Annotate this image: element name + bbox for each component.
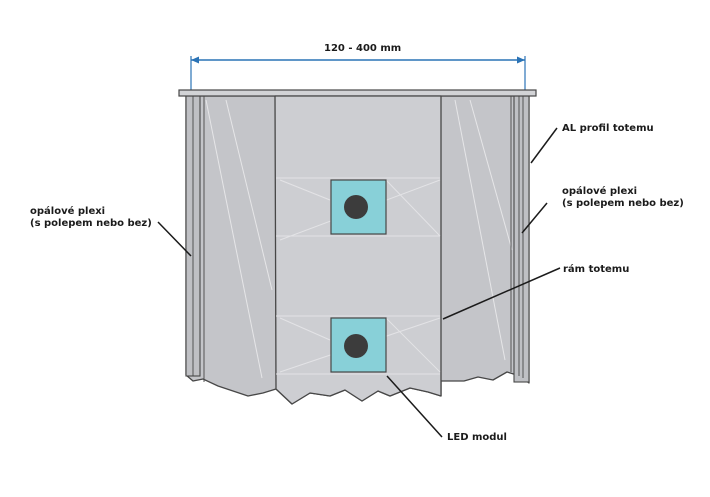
- led-label: LED modul: [447, 432, 507, 443]
- plexi-left-label: opálové plexi (s polepem nebo bez): [30, 206, 152, 230]
- frame-panel: [274, 95, 442, 405]
- al-profile-label: AL profil totemu: [562, 123, 654, 134]
- frame-label: rám totemu: [563, 264, 630, 275]
- leader-plexi-left: [157, 221, 192, 257]
- leader-al-profile: [530, 127, 558, 164]
- leader-frame: [442, 267, 561, 320]
- leader-plexi-right: [521, 202, 548, 234]
- panel-reflections: [205, 99, 513, 379]
- led-module-top: [330, 179, 387, 235]
- led-module-bottom: [330, 317, 387, 373]
- plexi-right-label: opálové plexi (s polepem nebo bez): [562, 186, 684, 210]
- right-al-profile: [510, 95, 530, 383]
- plexi-left-line2: (s polepem nebo bez): [30, 218, 152, 229]
- plexi-left-line1: opálové plexi: [30, 206, 106, 217]
- plexi-right-line2: (s polepem nebo bez): [562, 198, 684, 209]
- dimension-label: 120 - 400 mm: [324, 43, 402, 54]
- left-al-profile: [185, 95, 205, 382]
- leader-led: [386, 375, 443, 438]
- leader-lines: [157, 127, 561, 438]
- plexi-right-line1: opálové plexi: [562, 186, 638, 197]
- top-cap: [178, 89, 537, 97]
- dimension-line: [190, 56, 526, 91]
